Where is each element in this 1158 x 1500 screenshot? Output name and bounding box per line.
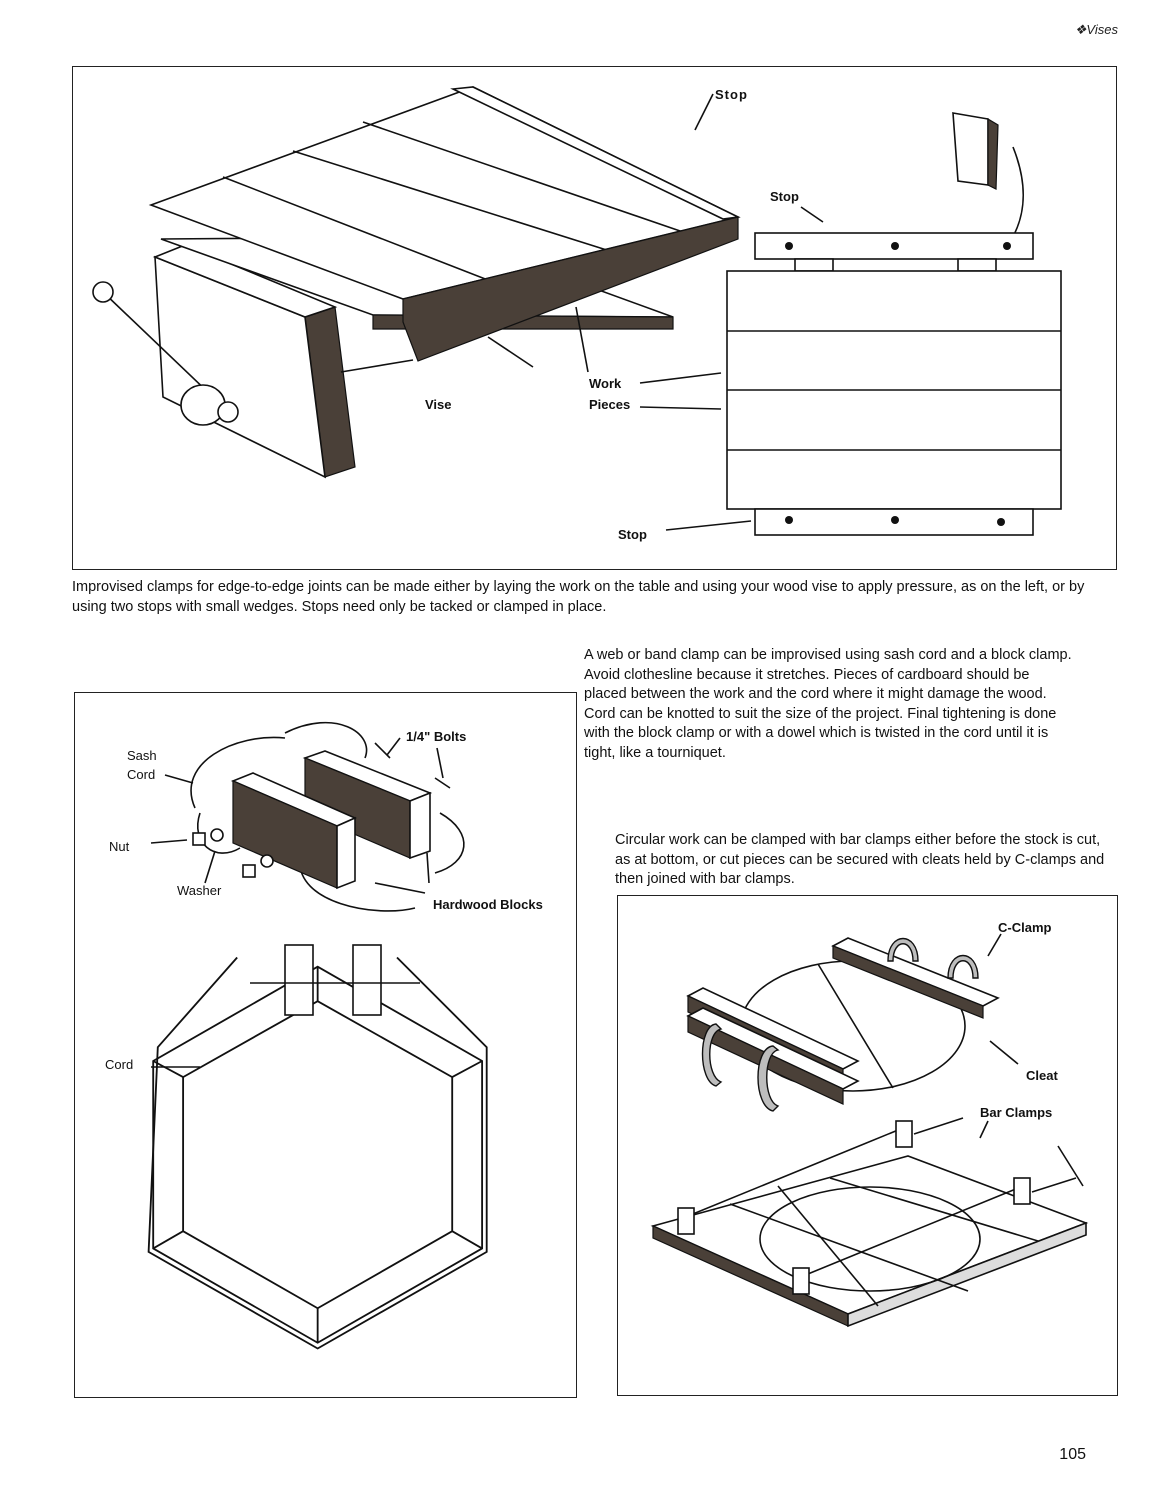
running-head: ❖Vises <box>1074 22 1118 37</box>
label-cord-hex: Cord <box>105 1057 134 1072</box>
label-stop-bottom: Stop <box>618 527 647 542</box>
figure1-caption: Improvised clamps for edge-to-edge joint… <box>72 579 1085 615</box>
label-pieces: Pieces <box>589 397 631 412</box>
label-c-clamp: C-Clamp <box>998 920 1052 935</box>
label-bar-clamps: Bar Clamps <box>980 1105 1053 1120</box>
figure-web-clamp: Sash Cord 1/4" Bolts Nut Washer Hardwood… <box>74 692 577 1398</box>
label-work: Work <box>589 376 622 391</box>
figure-circular-clamping: C-Clamp Cleat Bar Clamps <box>617 895 1118 1396</box>
label-sash: Sash <box>127 748 157 763</box>
label-nut: Nut <box>109 839 130 854</box>
label-stop-top: Stop <box>715 87 748 102</box>
vise-leader <box>340 359 414 373</box>
label-bolts: 1/4" Bolts <box>406 729 467 744</box>
label-cleat: Cleat <box>1026 1068 1058 1083</box>
circular-work-paragraph: Circular work can be clamped with bar cl… <box>615 832 1105 887</box>
label-washer: Washer <box>177 883 222 898</box>
web-clamp-illustration <box>147 722 488 1350</box>
vise-illustration <box>92 86 1062 536</box>
page-number: 105 <box>1059 1446 1086 1463</box>
label-vise: Vise <box>425 397 452 412</box>
web-clamp-paragraph: A web or band clamp can be improvised us… <box>584 647 1072 761</box>
label-hardwood-blocks: Hardwood Blocks <box>433 897 543 912</box>
figure-vise-and-stops: Stop Stop Vise Work Pieces Stop <box>72 66 1117 570</box>
circular-clamp-illustration <box>650 933 1089 1328</box>
label-stop-right: Stop <box>770 189 799 204</box>
label-cord-top: Cord <box>127 767 156 782</box>
